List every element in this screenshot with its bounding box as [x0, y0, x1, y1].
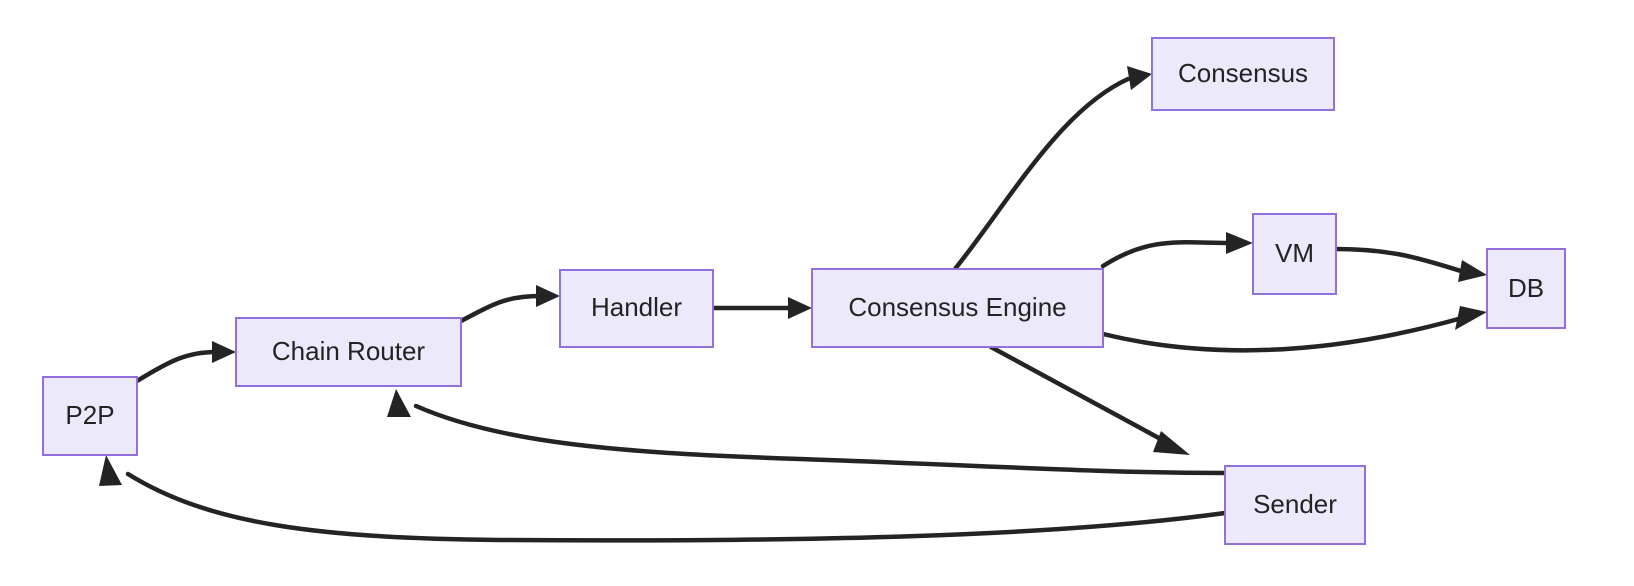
node-db[interactable]: DB — [1486, 248, 1566, 329]
node-shape[interactable] — [811, 268, 1104, 348]
arrowhead-icon — [1153, 431, 1190, 455]
arrowhead-icon — [99, 455, 122, 486]
node-handler[interactable]: Handler — [559, 269, 714, 348]
node-shape[interactable] — [559, 269, 714, 348]
edge-handler-to-consensus-engine — [710, 297, 812, 319]
edge-consensus-engine-to-vm — [1100, 232, 1253, 269]
edge-path — [413, 403, 1228, 476]
edge-path — [1333, 246, 1467, 275]
edge-consensus-engine-to-consensus — [952, 66, 1152, 272]
arrowhead-icon — [1455, 306, 1487, 330]
node-shape[interactable] — [1486, 248, 1566, 329]
node-label-p2p: P2P — [65, 400, 114, 430]
node-label-db: DB — [1508, 273, 1544, 303]
arrowhead-icon — [788, 297, 812, 319]
edge-path — [134, 349, 219, 384]
node-p2p[interactable]: P2P — [42, 376, 138, 456]
node-label-consensus: Consensus — [1178, 58, 1308, 88]
edge-sender-to-p2p — [99, 455, 1228, 543]
node-shape[interactable] — [1224, 465, 1366, 545]
node-label-handler: Handler — [591, 292, 682, 322]
node-vm[interactable]: VM — [1252, 213, 1337, 295]
node-shape[interactable] — [235, 317, 462, 387]
edge-sender-to-chain-router — [387, 389, 1228, 476]
arrowhead-icon — [1458, 260, 1487, 282]
edge-chain-router-to-handler — [458, 285, 560, 324]
node-label-consensus-engine: Consensus Engine — [848, 292, 1066, 322]
arrowhead-icon — [536, 285, 560, 307]
arrowhead-icon — [387, 389, 411, 417]
node-sender[interactable]: Sender — [1224, 465, 1366, 545]
edge-vm-to-db — [1333, 246, 1487, 282]
arrowhead-icon — [212, 341, 236, 363]
node-consensus-engine[interactable]: Consensus Engine — [811, 268, 1104, 348]
node-label-vm: VM — [1275, 238, 1314, 268]
node-layer: P2P Chain Router Handler Consensus Engin… — [42, 37, 1566, 545]
node-shape[interactable] — [1151, 37, 1335, 111]
node-chain-router[interactable]: Chain Router — [235, 317, 462, 387]
arrowhead-icon — [1226, 232, 1253, 254]
node-consensus[interactable]: Consensus — [1151, 37, 1335, 111]
node-label-sender: Sender — [1253, 489, 1337, 519]
edge-path — [1100, 240, 1233, 269]
node-shape[interactable] — [1252, 213, 1337, 295]
edge-path — [125, 471, 1228, 543]
arrowhead-icon — [1127, 66, 1152, 90]
edge-consensus-engine-to-sender — [988, 344, 1190, 455]
edge-path — [952, 76, 1131, 272]
edge-path — [458, 293, 543, 324]
edge-layer — [99, 66, 1487, 543]
node-shape[interactable] — [42, 376, 138, 456]
edge-path — [988, 344, 1171, 446]
edge-p2p-to-chain-router — [134, 341, 236, 384]
edge-path — [1100, 315, 1465, 353]
edge-consensus-engine-to-db — [1100, 306, 1487, 353]
node-label-chain-router: Chain Router — [272, 336, 426, 366]
